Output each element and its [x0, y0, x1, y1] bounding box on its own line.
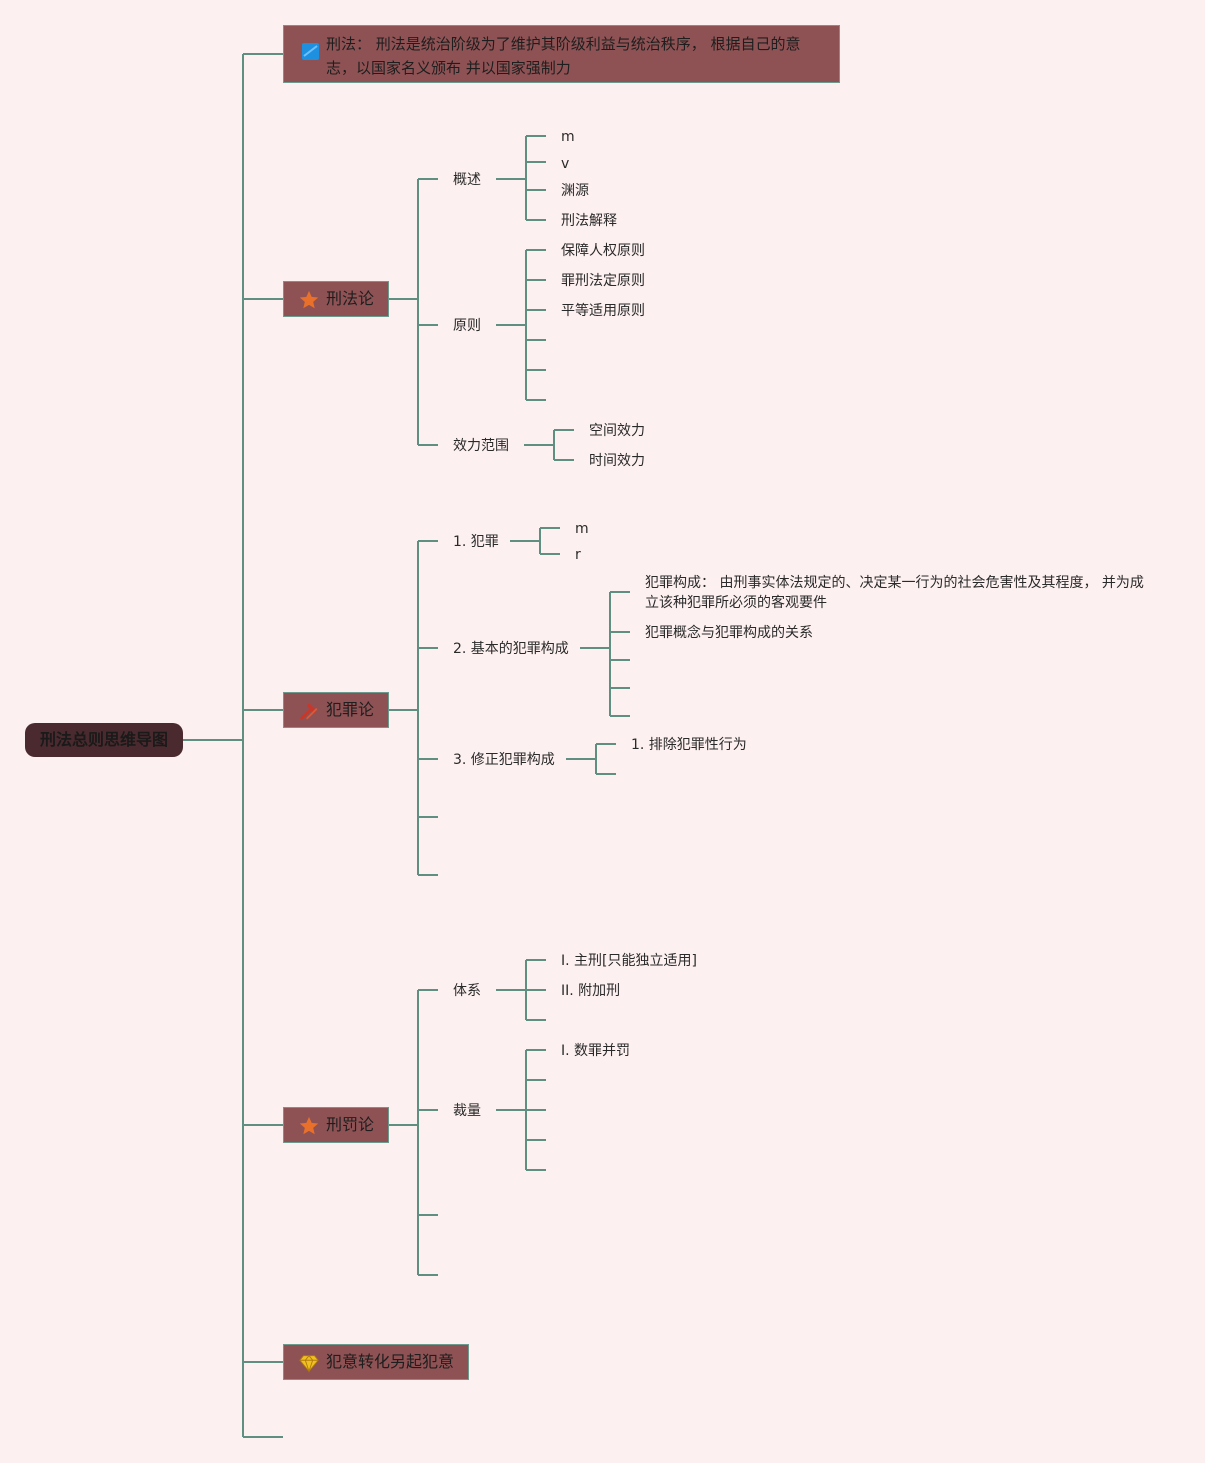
topic-principles[interactable]: 原则	[453, 318, 481, 334]
leaf-overview-v[interactable]: v	[561, 156, 570, 172]
leaf-concept-relation[interactable]: 犯罪概念与犯罪构成的关系	[645, 625, 813, 641]
tools-icon	[300, 703, 318, 720]
definition-node[interactable]: 刑法： 刑法是统治阶级为了维护其阶级利益与统治秩序， 根据自己的意志，以国家名义…	[283, 25, 840, 83]
leaf-origin[interactable]: 渊源	[561, 183, 589, 199]
blue-square-icon	[302, 43, 319, 60]
leaf-combined-punishment[interactable]: I. 数罪并罚	[561, 1043, 631, 1059]
branch-intent-transformation[interactable]: 犯意转化另起犯意	[283, 1344, 470, 1380]
star-icon	[299, 1116, 319, 1135]
branch-crime-theory[interactable]: 犯罪论	[283, 692, 390, 728]
branch-label: 刑法论	[326, 289, 375, 308]
topic-basic-constitution[interactable]: 2. 基本的犯罪构成	[453, 641, 569, 657]
branch-punishment-theory[interactable]: 刑罚论	[283, 1107, 390, 1143]
definition-text: 刑法： 刑法是统治阶级为了维护其阶级利益与统治秩序， 根据自己的意志，以国家名义…	[326, 35, 801, 77]
leaf-constitution-definition[interactable]: 犯罪构成： 由刑事实体法规定的、决定某一行为的社会危害性及其程度， 并为成立该种…	[645, 575, 1144, 611]
branch-label: 犯罪论	[326, 700, 375, 719]
leaf-principal-penalty[interactable]: I. 主刑[只能独立适用]	[561, 953, 697, 969]
leaf-crime-r[interactable]: r	[575, 547, 581, 563]
leaf-equality-principle[interactable]: 平等适用原则	[561, 303, 645, 319]
topic-crime[interactable]: 1. 犯罪	[453, 534, 499, 550]
leaf-spatial-effect[interactable]: 空间效力	[589, 423, 645, 439]
branch-criminal-law-theory[interactable]: 刑法论	[283, 281, 390, 317]
branch-label: 犯意转化另起犯意	[326, 1352, 455, 1371]
leaf-legality-principle[interactable]: 罪刑法定原则	[561, 273, 645, 289]
topic-overview[interactable]: 概述	[453, 172, 481, 188]
diamond-icon	[299, 1354, 319, 1373]
leaf-supplementary-penalty[interactable]: II. 附加刑	[561, 983, 621, 999]
topic-modified-constitution[interactable]: 3. 修正犯罪构成	[453, 752, 555, 768]
leaf-human-rights-principle[interactable]: 保障人权原则	[561, 243, 645, 259]
topic-sentencing[interactable]: 裁量	[453, 1103, 481, 1119]
leaf-justification-acts[interactable]: 1. 排除犯罪性行为	[631, 737, 747, 753]
root-node[interactable]: 刑法总则思维导图	[25, 723, 183, 757]
topic-scope-of-effect[interactable]: 效力范围	[453, 438, 509, 454]
star-icon	[299, 290, 319, 309]
leaf-overview-m[interactable]: m	[561, 129, 575, 145]
leaf-crime-m[interactable]: m	[575, 521, 589, 537]
leaf-temporal-effect[interactable]: 时间效力	[589, 453, 645, 469]
topic-system[interactable]: 体系	[453, 983, 481, 999]
leaf-interpretation[interactable]: 刑法解释	[561, 213, 617, 229]
branch-label: 刑罚论	[326, 1115, 375, 1134]
